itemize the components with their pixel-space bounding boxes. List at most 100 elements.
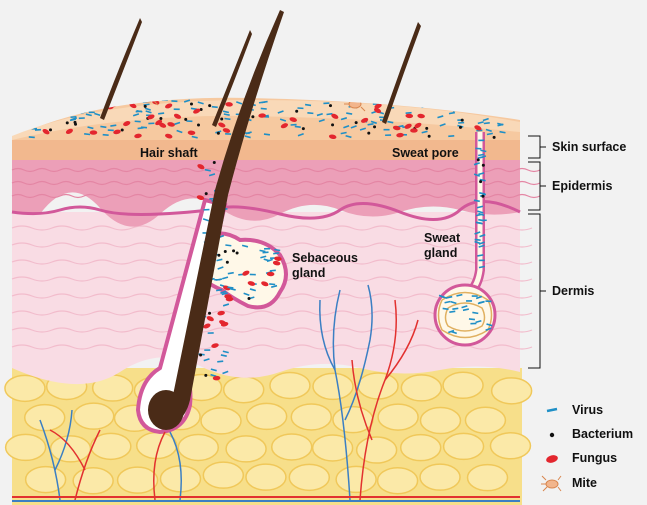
bacterium-mark — [224, 250, 227, 253]
epidermis-label: Epidermis — [552, 179, 612, 194]
bacterium-mark — [220, 118, 223, 121]
fat-cell — [420, 408, 460, 434]
virus-mark — [41, 120, 47, 121]
fat-cell — [358, 373, 398, 399]
virus-mark — [216, 290, 222, 291]
bacterium-mark — [199, 353, 202, 356]
virus-mark — [475, 239, 481, 240]
virus-mark — [158, 113, 164, 114]
virus-mark — [472, 312, 478, 313]
virus-mark — [477, 255, 483, 256]
bacterium-mark — [190, 102, 193, 105]
fat-cell — [270, 372, 310, 398]
sebaceous-gland-label-line1: Sebaceous — [292, 251, 358, 266]
fat-cell — [490, 433, 530, 459]
bacterium-mark — [74, 123, 77, 126]
fungus-mark — [71, 109, 79, 115]
fungus-mark — [467, 104, 475, 110]
virus-mark — [484, 123, 490, 124]
virus-mark — [478, 111, 484, 113]
bacterium-mark — [144, 105, 147, 108]
virus-mark — [95, 105, 101, 106]
fat-cell — [468, 465, 508, 491]
bacterium-mark — [481, 195, 484, 198]
fat-cell — [26, 467, 66, 493]
virus-mark — [452, 308, 458, 309]
virus-mark — [228, 273, 234, 274]
virus-mark — [478, 157, 484, 158]
virus-mark — [29, 137, 35, 138]
bacterium-mark — [197, 124, 200, 127]
fat-cell — [401, 435, 441, 461]
fat-cell — [25, 405, 65, 431]
virus-mark — [341, 132, 347, 133]
legend-bacterium-label: Bacterium — [572, 427, 633, 442]
virus-mark — [29, 123, 35, 125]
bacterium-mark — [99, 105, 102, 108]
bacterium-mark — [251, 115, 254, 118]
virus-mark — [449, 311, 455, 312]
bacterium-mark — [295, 110, 298, 113]
virus-mark — [70, 117, 76, 118]
fat-cell — [201, 408, 241, 434]
fat-cell — [401, 375, 441, 401]
fat-cell — [357, 437, 397, 463]
bacterium-mark — [159, 117, 162, 120]
fungus-mark — [38, 111, 46, 116]
virus-mark — [212, 107, 218, 108]
fat-cell — [6, 434, 46, 460]
virus-mark — [421, 106, 427, 107]
fat-cell — [289, 464, 329, 490]
virus-mark — [141, 127, 147, 128]
bacterium-mark — [499, 103, 502, 106]
virus-mark — [327, 114, 333, 115]
virus-mark — [478, 220, 484, 221]
bacterium-mark — [217, 132, 220, 135]
bacterium-mark — [373, 125, 376, 128]
virus-mark — [261, 108, 267, 109]
virus-mark — [224, 118, 230, 119]
fat-cell — [247, 403, 287, 429]
bacterium-mark — [217, 254, 220, 257]
bacterium-mark — [236, 251, 239, 254]
fat-cell — [492, 378, 532, 404]
bacterium-mark — [213, 161, 216, 164]
virus-mark — [469, 319, 475, 320]
legend-virus-icon — [547, 409, 557, 411]
bacterium-mark — [482, 164, 485, 167]
virus-mark — [259, 102, 265, 103]
virus-mark — [487, 133, 493, 134]
dermis-label: Dermis — [552, 284, 594, 299]
virus-mark — [273, 253, 279, 254]
fat-cell — [203, 462, 243, 488]
sweat-pore-label: Sweat pore — [392, 146, 459, 161]
fat-cell — [178, 434, 218, 460]
virus-mark — [84, 134, 90, 135]
fat-cell — [272, 434, 312, 460]
bacterium-mark — [331, 123, 334, 126]
bacterium-mark — [493, 136, 496, 139]
bacterium-mark — [425, 127, 428, 130]
bracket-epidermis — [528, 162, 546, 210]
virus-mark — [295, 126, 301, 127]
bacterium-mark — [367, 132, 370, 135]
fat-cell — [378, 468, 418, 494]
fat-cell — [420, 464, 460, 490]
virus-mark — [260, 250, 266, 251]
bacterium-mark — [355, 121, 358, 124]
fat-cell — [226, 436, 266, 462]
fungus-mark — [89, 101, 98, 108]
legend-bacterium-icon — [550, 433, 554, 437]
bracket-dermis — [528, 214, 546, 368]
virus-mark — [70, 113, 76, 115]
virus-mark — [478, 100, 484, 101]
fat-cell — [118, 467, 158, 493]
virus-mark — [66, 102, 72, 103]
skin-surface-label: Skin surface — [552, 140, 626, 155]
bacterium-mark — [461, 119, 464, 122]
legend-mite-label: Mite — [572, 476, 597, 491]
virus-mark — [422, 105, 428, 107]
virus-mark — [346, 113, 352, 114]
bacterium-mark — [184, 118, 187, 121]
